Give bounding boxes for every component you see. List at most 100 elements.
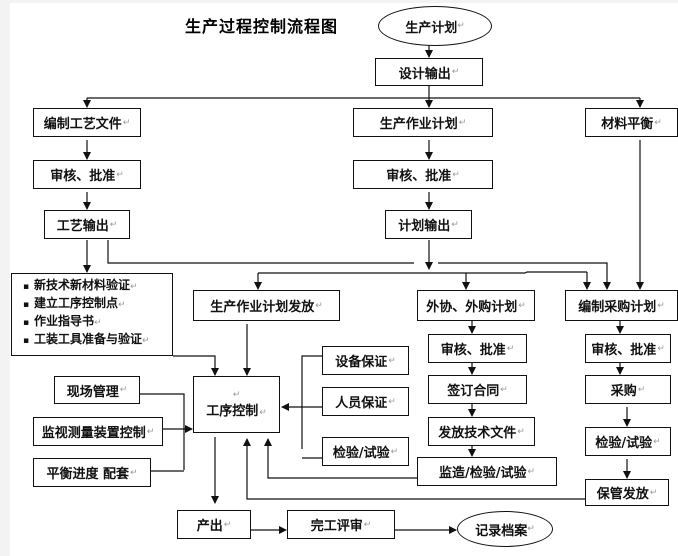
paragraph-mark-icon: ↵	[146, 426, 155, 437]
node-completion-review: 完工评审↵	[287, 510, 395, 539]
paragraph-mark-icon: ↵	[527, 466, 536, 477]
paragraph-mark-icon: ↵	[223, 519, 232, 530]
paragraph-mark-icon: ↵	[315, 300, 323, 311]
connector	[301, 355, 322, 449]
node-review-approve-plan: 审核、批准↵	[353, 160, 493, 189]
node-storage-release: 保管发放↵	[585, 479, 669, 506]
connector	[107, 240, 414, 264]
node-process-control: ↵ 工序控制↵	[193, 376, 280, 433]
node-label: 生产作业计划	[379, 117, 458, 132]
paragraph-mark-icon: ↵	[517, 426, 525, 437]
paragraph-mark-icon: ↵	[363, 519, 372, 530]
node-review-approve-outsourcing: 审核、批准↵	[428, 334, 527, 363]
paragraph-mark-icon: ↵	[506, 343, 515, 354]
connector	[243, 438, 585, 500]
node-label: 签订合同	[447, 384, 500, 399]
process-item-label: 作业指导书	[34, 314, 95, 328]
node-personnel-assurance: 人员保证↵	[322, 387, 409, 416]
node-label: 现场管理	[66, 384, 119, 400]
paragraph-mark-icon: ↵	[653, 436, 661, 447]
node-label: 编制工艺文件	[43, 117, 122, 132]
node-schedule-balance: 平衡进度 配套↵	[33, 458, 151, 487]
paragraph-mark-icon: ↵	[118, 300, 126, 310]
paragraph-mark-icon: ↵	[500, 384, 508, 395]
node-sign-contract: 签订合同↵	[428, 375, 527, 404]
node-label: 检验/试验	[595, 436, 653, 451]
node-review-approve-process: 审核、批准↵	[33, 160, 141, 189]
paragraph-mark-icon: ↵	[388, 355, 396, 366]
paragraph-mark-icon: ↵	[116, 169, 124, 180]
node-inspection-test-left: 检验/试验↵	[322, 437, 409, 466]
paragraph-mark-icon: ↵	[457, 21, 465, 31]
paragraph-mark-icon: ↵	[109, 219, 118, 230]
paragraph-mark-icon: ↵	[388, 396, 396, 407]
paragraph-mark-icon: ↵	[142, 336, 150, 346]
node-monitoring-device-control: 监视测量装置控制↵	[33, 417, 163, 446]
paragraph-mark-icon: ↵	[451, 67, 460, 77]
node-equipment-assurance: 设备保证↵	[322, 346, 409, 375]
process-item: 建立工序控制点↵	[24, 295, 172, 313]
process-item: 工装工具准备与验证↵	[24, 331, 172, 349]
node-label: 完工评审	[310, 519, 363, 534]
node-label: 检验/试验	[332, 446, 390, 461]
connector	[140, 393, 185, 470]
node-label: 工艺输出	[56, 219, 109, 234]
paragraph-mark-icon: ↵	[94, 318, 102, 328]
node-label: 材料平衡	[601, 117, 654, 132]
node-label: 审核、批准	[440, 343, 506, 358]
node-site-management: 现场管理↵	[54, 376, 140, 404]
connector	[438, 262, 611, 290]
paragraph-mark-icon: ↵	[232, 389, 241, 400]
paragraph-mark-icon: ↵	[451, 219, 459, 230]
diagram-title: 生产过程控制流程图	[185, 17, 339, 36]
node-label: 发放技术文件	[438, 426, 517, 441]
node-label: 监造/检验/试验	[438, 466, 527, 481]
paragraph-mark-icon: ↵	[657, 300, 665, 311]
node-outsourcing-plan: 外协、外购计划↵	[417, 290, 535, 321]
node-purchase: 采购↵	[585, 375, 671, 404]
paragraph-mark-icon: ↵	[119, 385, 128, 395]
node-review-approve-purchase: 审核、批准↵	[585, 334, 671, 363]
process-item: 作业指导书↵	[24, 313, 172, 331]
process-item: 新技术新材料验证↵	[24, 277, 172, 295]
node-label: 人员保证	[335, 396, 388, 411]
node-label: 保管发放	[596, 487, 649, 502]
paragraph-mark-icon: ↵	[527, 524, 535, 534]
node-label: 监视测量装置控制	[41, 426, 146, 441]
node-label: 设备保证	[335, 355, 388, 370]
process-item-label: 工装工具准备与验证	[34, 332, 143, 346]
node-label: 审核、批准	[591, 343, 657, 358]
node-production-work-plan: 生产作业计划↵	[353, 108, 493, 137]
node-inspection-test-right: 检验/试验↵	[585, 427, 671, 456]
paragraph-mark-icon: ↵	[458, 117, 467, 128]
paragraph-mark-icon: ↵	[518, 300, 526, 311]
node-material-balance: 材料平衡↵	[585, 108, 678, 137]
paragraph-mark-icon: ↵	[657, 343, 665, 354]
node-label: 平衡进度 配套	[46, 467, 129, 482]
node-label: 外协、外购计划	[426, 300, 518, 315]
node-label: 生产作业计划发放	[210, 300, 315, 315]
paragraph-mark-icon: ↵	[129, 467, 138, 478]
connector	[258, 271, 587, 274]
node-production-plan: 生产计划↵	[378, 6, 492, 46]
process-item-label: 建立工序控制点	[34, 296, 119, 310]
connector	[264, 438, 417, 479]
process-item-label: 新技术新材料验证	[34, 278, 131, 292]
node-label: 审核、批准	[386, 169, 452, 184]
node-process-items: 新技术新材料验证↵ 建立工序控制点↵ 作业指导书↵ 工装工具准备与验证↵	[11, 273, 173, 356]
connector	[173, 355, 219, 376]
node-work-plan-release: 生产作业计划发放↵	[193, 290, 340, 321]
paragraph-mark-icon: ↵	[390, 446, 399, 457]
paragraph-mark-icon: ↵	[654, 117, 662, 128]
node-label: 采购	[610, 384, 637, 399]
node-compile-process-docs: 编制工艺文件↵	[33, 108, 141, 137]
node-plan-output: 计划输出↵	[385, 210, 472, 239]
node-label: 记录档案	[475, 523, 528, 539]
node-supervision-inspection-test: 监造/检验/试验↵	[417, 457, 557, 486]
node-label: 设计输出	[398, 66, 451, 82]
node-label: 生产计划	[405, 20, 458, 36]
node-record-archive: 记录档案↵	[457, 511, 553, 547]
paragraph-mark-icon: ↵	[649, 487, 658, 498]
node-compile-purchase-plan: 编制采购计划↵	[565, 290, 678, 321]
